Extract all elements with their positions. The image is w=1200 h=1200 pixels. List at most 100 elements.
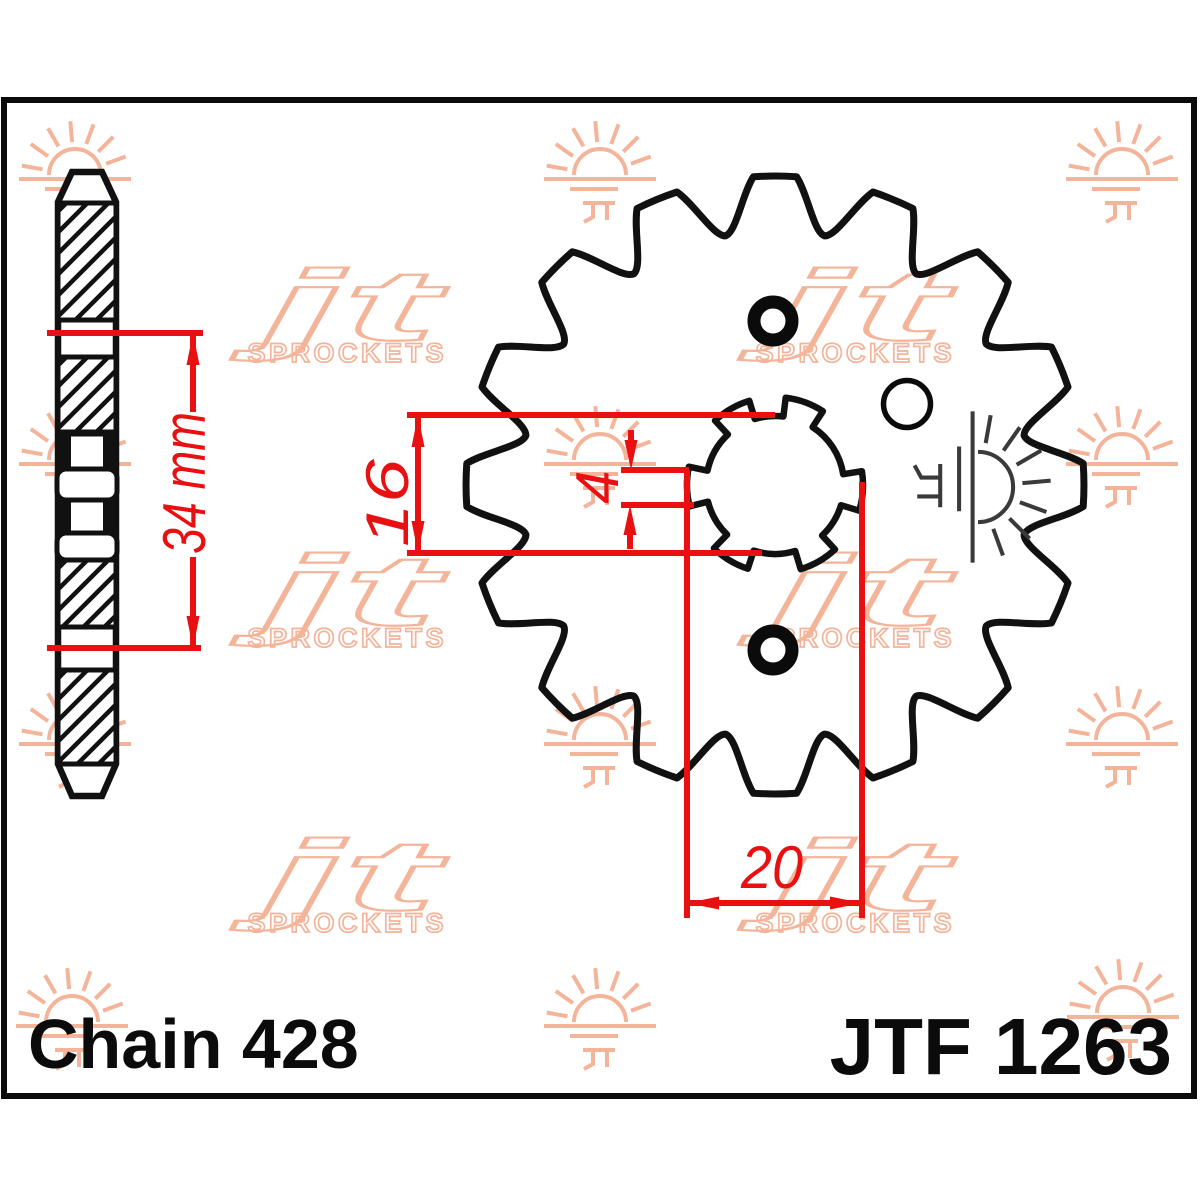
- hatch-line-set: [60, 205, 114, 318]
- spline-key-left-lower: [58, 500, 71, 533]
- hatch-line-set: [60, 359, 114, 430]
- jt-maker-mark-icon: [912, 411, 1051, 563]
- hatch-line-set: [60, 562, 114, 625]
- jt-sun-watermark-icon: [16, 968, 128, 1071]
- section-hatching: [55, 200, 119, 767]
- sun-rays: [1069, 959, 1175, 1010]
- hatch-block: [55, 200, 119, 323]
- jt-sun-watermark-icon: [544, 121, 656, 224]
- jt-sun-watermark-icon: [544, 406, 656, 509]
- dim-label-34mm: 34 mm: [151, 412, 218, 554]
- arrowhead-up-icon: [411, 415, 425, 447]
- sun-underlines: [1067, 1015, 1179, 1029]
- hatch-lines: [60, 359, 114, 430]
- dim-label-20: 20: [740, 834, 803, 901]
- jt-logo-text: jt: [231, 250, 448, 362]
- jt-sun-watermark-icon: [1066, 686, 1178, 789]
- sun-jt-glyph: [55, 1048, 87, 1071]
- lightening-holes: [747, 295, 934, 676]
- dimension-annotations: 34 mm 16 4 20: [47, 330, 865, 918]
- hub-band-upper: [54, 466, 120, 503]
- mounting-hole-ring: [747, 295, 799, 347]
- sun-rays: [21, 121, 127, 172]
- bore-cross-section: [54, 431, 120, 563]
- jt-logo-text: jt: [739, 820, 956, 932]
- sun-underlines: [544, 1024, 656, 1038]
- sun-rays: [1068, 406, 1174, 457]
- title-block: Chain 428 JTF 1263: [28, 1002, 1172, 1091]
- sun-jt-glyph: [583, 1048, 615, 1071]
- jt-sun-watermark-icon: [544, 968, 656, 1071]
- sun-arc: [47, 147, 103, 176]
- sprocket-side-view: [54, 168, 120, 800]
- sun-arc: [572, 712, 628, 741]
- sprockets-text: SPROCKETS: [756, 338, 961, 368]
- sun-arc: [572, 147, 628, 176]
- sun-jt-glyph: [1105, 486, 1137, 509]
- sun-underlines: [1066, 177, 1178, 191]
- chain-spec-label: Chain 428: [28, 1005, 359, 1083]
- sun-underlines: [16, 1024, 128, 1038]
- sun-underlines: [1066, 742, 1178, 756]
- sun-jt-glyph: [583, 766, 615, 789]
- sun-jt-glyph: [583, 486, 615, 509]
- spline-bore-outline: [683, 394, 867, 573]
- sun-rays: [1068, 121, 1174, 172]
- arrowhead-left-icon: [687, 896, 719, 910]
- arrowhead-up-icon: [623, 505, 637, 535]
- jt-sun-watermark-icon: [1067, 959, 1179, 1062]
- sun-rays: [1068, 686, 1174, 737]
- sun-arc: [977, 449, 1016, 525]
- spline-key-right-upper: [103, 434, 116, 469]
- sun-rays: [546, 968, 652, 1019]
- arrowhead-up-icon: [186, 333, 200, 365]
- dim-offset-4: 4: [564, 430, 694, 549]
- sun-rays: [18, 968, 124, 1019]
- plain-hole: [880, 377, 934, 431]
- sun-underlines: [544, 177, 656, 191]
- dim-bore-height-16: 16: [354, 412, 775, 556]
- sun-arc: [1094, 432, 1150, 461]
- watermarks-layer: jtSPROCKETSjtSPROCKETSjtSPROCKETSjtSPROC…: [16, 121, 1179, 1071]
- spline-key-left-upper: [58, 434, 71, 469]
- sun-underlines: [957, 411, 975, 563]
- sun-rays: [983, 414, 1051, 557]
- sun-rays: [546, 121, 652, 172]
- sprockets-text: SPROCKETS: [248, 338, 453, 368]
- dim-label-4: 4: [564, 470, 631, 503]
- sun-arc: [1094, 147, 1150, 176]
- sun-arc: [1094, 712, 1150, 741]
- part-number-label: JTF 1263: [830, 1002, 1172, 1091]
- sprocket-front-view: [462, 172, 1088, 798]
- hatch-line-set: [60, 672, 114, 762]
- sun-jt-glyph: [583, 201, 615, 224]
- sun-arc: [572, 432, 628, 461]
- sprockets-text: SPROCKETS: [248, 623, 453, 653]
- jt-logo-text: jt: [231, 820, 448, 932]
- sun-underlines: [544, 462, 656, 476]
- sun-jt-glyph: [1106, 1039, 1138, 1062]
- dim-label-16: 16: [354, 458, 421, 547]
- drawing-border: [1, 97, 1197, 1099]
- sun-jt-glyph: [912, 464, 943, 508]
- sprockets-text: SPROCKETS: [248, 908, 453, 938]
- dim-bore-width-20: 20: [684, 470, 865, 918]
- gear-teeth-outline: [462, 172, 1088, 798]
- hatch-lines: [60, 672, 114, 762]
- jt-sun-watermark-icon: [1066, 121, 1178, 224]
- arrowhead-down-icon: [411, 521, 425, 553]
- dim-width-34mm: 34 mm: [47, 330, 218, 651]
- sprockets-text: SPROCKETS: [756, 908, 961, 938]
- arrowhead-right-icon: [830, 896, 862, 910]
- mounting-hole-ring: [747, 624, 799, 676]
- arrowhead-down-icon: [186, 616, 200, 648]
- hatch-block: [55, 667, 119, 767]
- sun-arc: [1095, 985, 1151, 1014]
- arrowhead-down-icon: [624, 440, 638, 470]
